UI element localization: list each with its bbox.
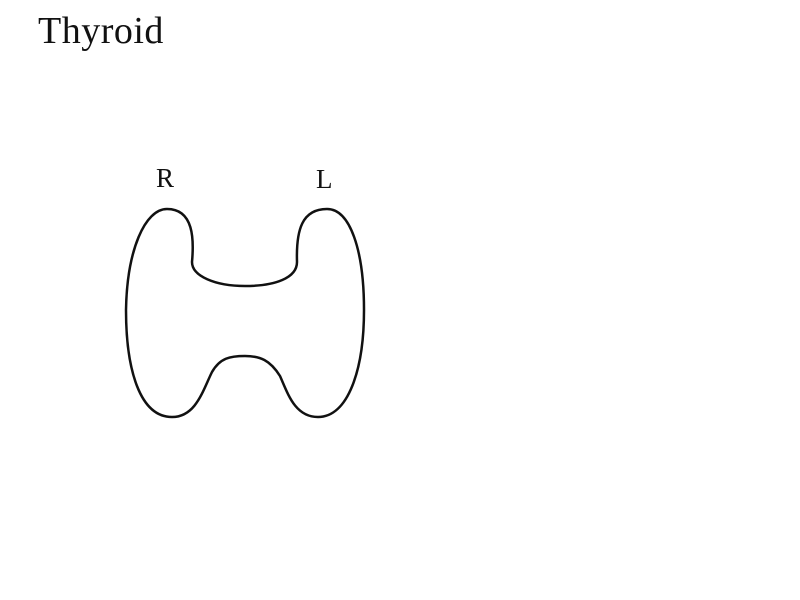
left-side-label: L — [316, 164, 333, 194]
right-side-label: R — [156, 163, 175, 193]
page-title: Thyroid — [38, 10, 164, 52]
thyroid-outline — [124, 207, 366, 419]
